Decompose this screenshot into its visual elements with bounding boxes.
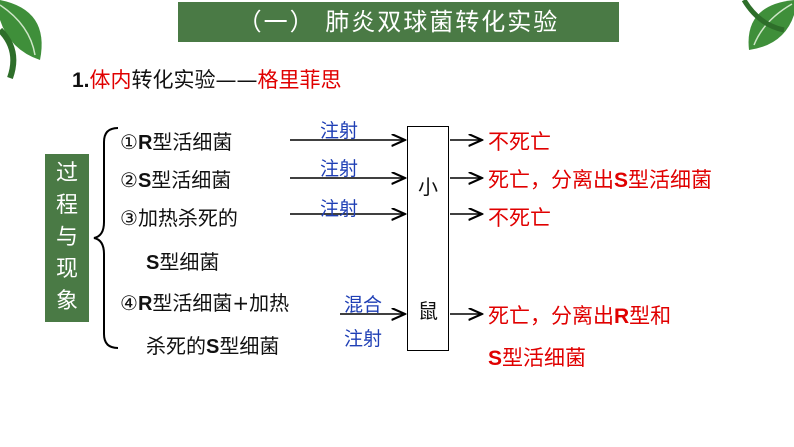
row-text: 型活细菌+加热 <box>152 291 290 315</box>
left-brace <box>93 127 119 349</box>
strain-letter: S <box>206 336 220 358</box>
row-3-cont: S型细菌 <box>146 246 219 275</box>
row-marker: ① <box>120 130 138 154</box>
row-marker: ④ <box>120 291 138 315</box>
row-4-cont: 杀死的S型细菌 <box>146 330 279 359</box>
side-char: 现 <box>55 257 78 282</box>
side-char: 过 <box>55 161 78 186</box>
row-text: 杀死的 <box>146 334 206 358</box>
strain-letter: S <box>137 170 152 192</box>
row-2: ②S型活细菌 <box>120 164 231 193</box>
row-marker: ③ <box>120 206 138 230</box>
row-text: 加热杀死的 <box>137 206 238 230</box>
result-text: 型活细菌 <box>502 346 587 370</box>
row-4: ④R型活细菌+加热 <box>120 287 289 316</box>
result-4-cont: S型活细菌 <box>488 342 586 372</box>
strain-letter: S <box>488 347 503 370</box>
strain-letter: S <box>614 169 629 192</box>
row-text: 型活细菌 <box>152 130 233 154</box>
leaf-decoration-left-icon <box>0 0 42 80</box>
mouse-box: 小 鼠 <box>407 126 449 351</box>
page-title: （一） 肺炎双球菌转化实验 <box>237 8 560 36</box>
side-char: 与 <box>55 225 78 250</box>
inject-label: 注射 <box>320 198 359 220</box>
heading-part1: 体内 <box>89 68 132 92</box>
result-text: 不死亡 <box>488 130 551 154</box>
result-1: 不死亡 <box>488 126 551 156</box>
side-char: 象 <box>55 289 78 314</box>
row-1: ①R型活细菌 <box>120 126 232 155</box>
inject-label: 注射 <box>320 120 359 142</box>
mouse-char: 小 <box>418 175 438 199</box>
process-label: 过 程 与 现 象 <box>45 154 89 322</box>
result-text: 死亡，分离出 <box>488 304 614 328</box>
result-text: 不死亡 <box>488 206 551 230</box>
heading-number: 1. <box>72 69 90 92</box>
mouse-char: 鼠 <box>418 299 438 323</box>
result-text: 死亡，分离出 <box>488 168 614 192</box>
section-heading: 1.体内转化实验——格里菲思 <box>72 64 342 94</box>
strain-letter: R <box>137 132 153 154</box>
row-text: 型细菌 <box>159 250 220 274</box>
row-3: ③加热杀死的 <box>120 202 238 231</box>
row-text: 型活细菌 <box>151 168 232 192</box>
inject-label: 注射 <box>320 158 359 180</box>
side-char: 程 <box>55 193 78 218</box>
row-text: 型细菌 <box>219 334 280 358</box>
strain-letter: R <box>137 293 153 315</box>
result-4: 死亡，分离出R型和 <box>488 300 671 330</box>
heading-part3: 格里菲思 <box>257 68 342 92</box>
result-text: 型活细菌 <box>628 168 713 192</box>
result-2: 死亡，分离出S型活细菌 <box>488 164 712 194</box>
leaf-decoration-right-icon <box>741 0 794 50</box>
mix-label: 混合 <box>344 294 383 316</box>
row-marker: ② <box>120 168 138 192</box>
result-3: 不死亡 <box>488 202 551 232</box>
inject-label: 注射 <box>344 328 383 350</box>
strain-letter: S <box>146 252 160 274</box>
strain-letter: R <box>614 305 630 328</box>
heading-part2: 转化实验—— <box>131 68 258 92</box>
result-text: 型和 <box>629 304 672 328</box>
title-banner: （一） 肺炎双球菌转化实验 <box>178 2 619 42</box>
